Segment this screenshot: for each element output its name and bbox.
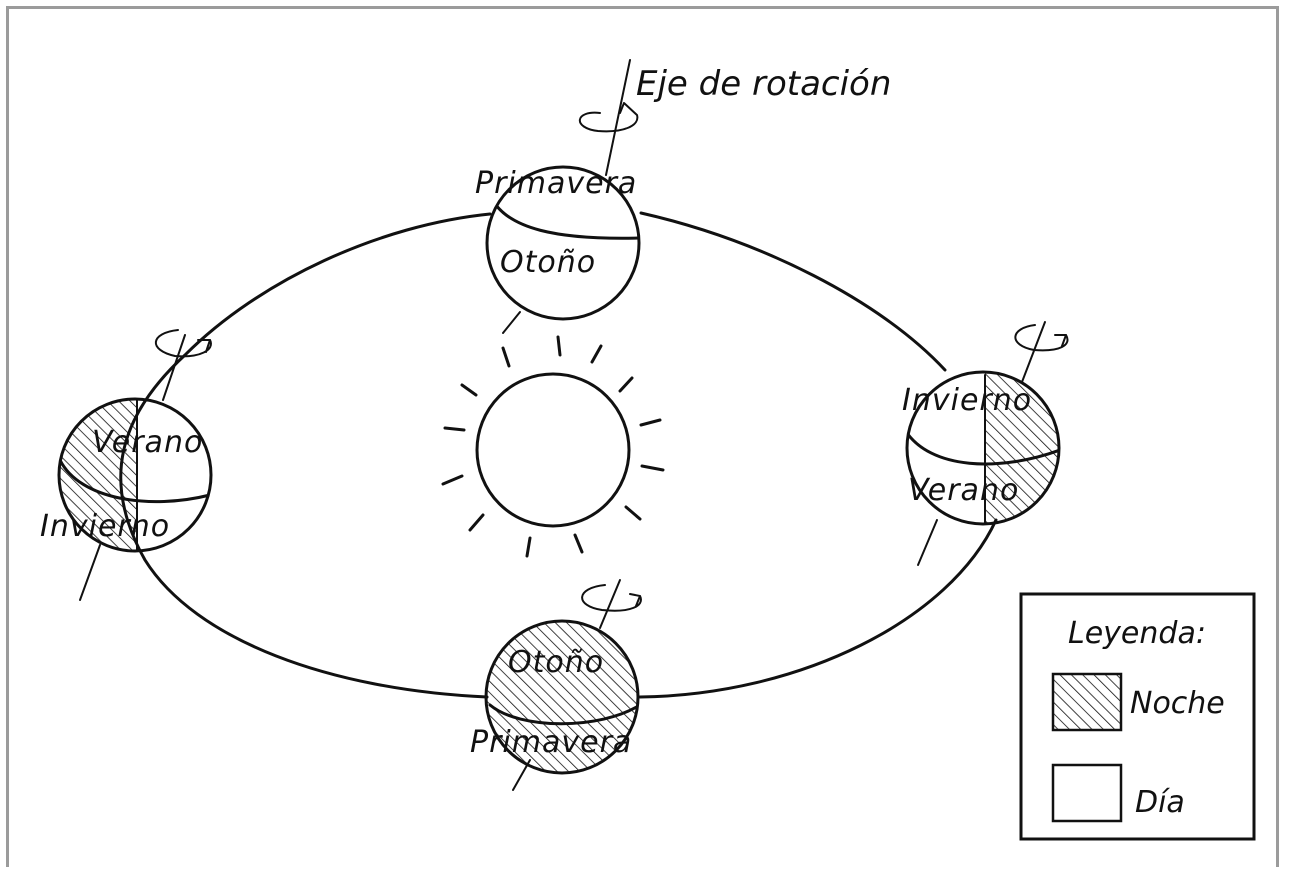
legend-title: Leyenda: xyxy=(1068,616,1206,651)
globe-right: Invierno Verano xyxy=(902,321,1069,566)
globe-right-label-upper: Invierno xyxy=(902,383,1032,418)
legend-night-swatch xyxy=(1051,672,1123,732)
globe-left-label-lower: Invierno xyxy=(40,509,170,544)
diagram-frame xyxy=(6,6,1279,867)
legend-day-swatch xyxy=(1051,763,1123,823)
legend-day-label: Día xyxy=(1135,785,1185,820)
legend-night-label: Noche xyxy=(1130,686,1225,721)
globe-left-label-upper: Verano xyxy=(92,425,203,460)
sun xyxy=(441,335,665,558)
globe-top-label-lower: Otoño xyxy=(500,245,596,280)
globe-bottom: Otoño Primavera xyxy=(470,579,642,791)
globe-bottom-label-lower: Primavera xyxy=(470,725,632,760)
globe-bottom-label-upper: Otoño xyxy=(508,645,604,680)
globe-right-label-lower: Verano xyxy=(908,473,1019,508)
globe-top: Primavera Otoño xyxy=(475,59,641,334)
globe-left: Verano Invierno xyxy=(40,329,213,601)
globe-top-label-upper: Primavera xyxy=(475,166,637,201)
axis-label: Eje de rotación xyxy=(636,64,891,104)
legend: Leyenda: Noche Día xyxy=(1019,592,1256,841)
sun-disc xyxy=(475,372,631,528)
sun-rays xyxy=(441,335,665,558)
